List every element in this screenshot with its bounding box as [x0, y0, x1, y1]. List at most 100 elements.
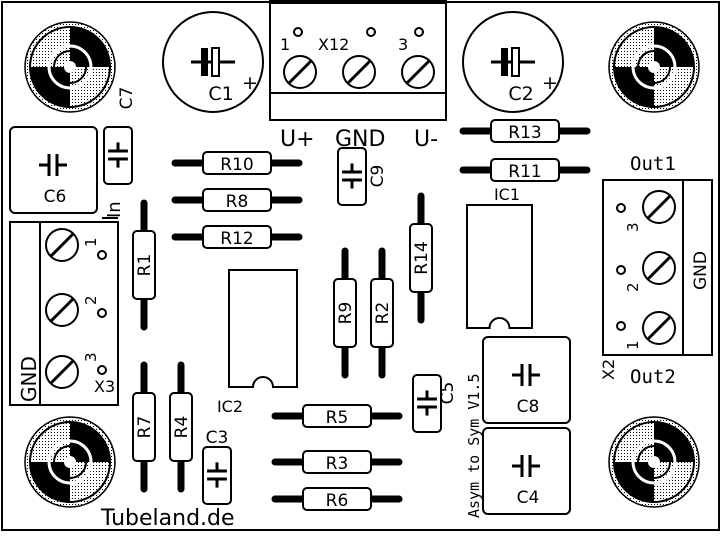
pin-marker: [616, 321, 626, 331]
screw-terminal: [45, 355, 79, 389]
resistor-body: [302, 450, 372, 474]
version-text: Asym to Sym V1.5: [465, 374, 483, 519]
resistor-r3: R3: [271, 450, 403, 474]
capacitor-plate-negative: [201, 48, 208, 76]
terminal-gnd-label: GND: [335, 127, 385, 152]
capacitor-plate-negative: [501, 48, 508, 76]
hole-ring-inner: [47, 44, 93, 90]
hole-quadrant: [654, 422, 694, 462]
capacitor-plate-positive: [511, 47, 520, 77]
resistor-body: [490, 158, 560, 182]
hole-center: [64, 61, 76, 73]
mounting-hole: [608, 416, 700, 508]
capacitor-c9: C9: [337, 147, 388, 206]
resistor-body: [333, 278, 357, 348]
resistor-body: [132, 392, 156, 462]
power-pin-1-label: 1: [280, 35, 290, 54]
hole-ring-inner: [53, 445, 87, 479]
hole-ring-inner: [53, 50, 87, 84]
electrolytic-capacitor: C2+: [462, 11, 564, 113]
ic-outline: [228, 269, 298, 388]
hole-ring-inner: [637, 50, 671, 84]
resistor-r9: R9: [333, 247, 357, 379]
output-pin-2-label: 2: [624, 282, 642, 292]
output-gnd-label: GND: [691, 251, 711, 290]
resistor-body: [169, 392, 193, 462]
output-pin-3-label: 3: [624, 222, 642, 232]
electrolytic-capacitor: C1 +: [162, 11, 264, 113]
hole-quadrant: [654, 27, 694, 67]
capacitor-label: C6: [44, 187, 67, 207]
screw-slot: [287, 59, 313, 85]
hole-quadrant: [70, 27, 110, 67]
input-section-label: In: [104, 201, 125, 218]
resistor-r1: R1: [132, 199, 156, 331]
screw-terminal: [401, 55, 435, 89]
output-pin-1-label: 1: [624, 340, 642, 350]
capacitor-c5: C5: [412, 374, 458, 433]
resistor-label: R6: [326, 491, 349, 511]
resistor-label: R4: [172, 416, 192, 439]
ic-label: IC1: [494, 185, 520, 204]
resistor-r7: R7: [132, 361, 156, 493]
capacitor-label: C7: [117, 87, 137, 110]
screw-terminal: [342, 55, 376, 89]
hole-ring-inner: [631, 44, 677, 90]
hole-quadrant: [614, 462, 654, 502]
terminal-u-plus-label: U+: [280, 127, 315, 152]
mounting-hole: [608, 21, 700, 113]
ic-label: IC2: [217, 397, 243, 416]
resistor-body: [132, 230, 156, 300]
input-pin-3-label: 3: [82, 352, 100, 362]
resistor-r14: R14: [409, 192, 433, 324]
input-gnd-label: GND: [17, 356, 41, 402]
pin-marker: [414, 27, 424, 37]
resistor-body: [202, 188, 272, 212]
screw-terminal: [45, 293, 79, 327]
pin-marker: [366, 27, 376, 37]
hole-center: [648, 456, 660, 468]
resistor-label: R5: [326, 408, 349, 428]
resistor-body: [202, 225, 272, 249]
screw-terminal: [642, 190, 676, 224]
capacitor-label: C1: [208, 83, 233, 105]
input-terminal-block: [9, 217, 119, 406]
capacitor-c7: C7: [103, 87, 137, 185]
input-pin-2-label: 2: [82, 295, 100, 305]
resistor-r6: R6: [271, 487, 403, 511]
pin-marker: [97, 365, 107, 375]
mounting-hole: [24, 416, 116, 508]
hole-quadrant: [614, 67, 654, 107]
ic-outline: [466, 204, 533, 329]
screw-slot: [646, 255, 672, 281]
power-connector-name: X12: [318, 35, 349, 54]
resistor-r5: R5: [271, 404, 403, 428]
power-pin-3-label: 3: [398, 35, 408, 54]
resistor-label: R10: [220, 155, 253, 175]
hole-quadrant: [30, 67, 70, 107]
resistor-body: [370, 278, 394, 348]
resistor-body: [202, 151, 272, 175]
capacitor-plate-positive: [211, 47, 220, 77]
resistor-label: R3: [326, 454, 349, 474]
capacitor-c3: C3: [202, 428, 232, 505]
capacitor-label: C4: [517, 488, 540, 508]
pin-marker: [293, 27, 303, 37]
terminal-u-minus-label: U-: [414, 127, 438, 152]
resistor-r8: R8: [171, 188, 303, 212]
capacitor-c8: C8: [482, 336, 571, 424]
resistor-r2: R2: [370, 247, 394, 379]
output-terminal-block: [602, 179, 713, 356]
pin-marker: [97, 250, 107, 260]
capacitor-label: C9: [368, 165, 388, 188]
credit-text: Tubeland.de: [100, 506, 235, 531]
screw-slot: [646, 315, 672, 341]
resistor-r10: R10: [171, 151, 303, 175]
capacitor-label: C3: [206, 428, 229, 448]
polarity-mark: +: [242, 72, 258, 94]
resistor-label: R7: [135, 416, 155, 439]
resistor-label: R8: [226, 192, 249, 212]
ic-ic1: IC1: [466, 185, 533, 329]
resistor-label: R14: [412, 241, 432, 274]
